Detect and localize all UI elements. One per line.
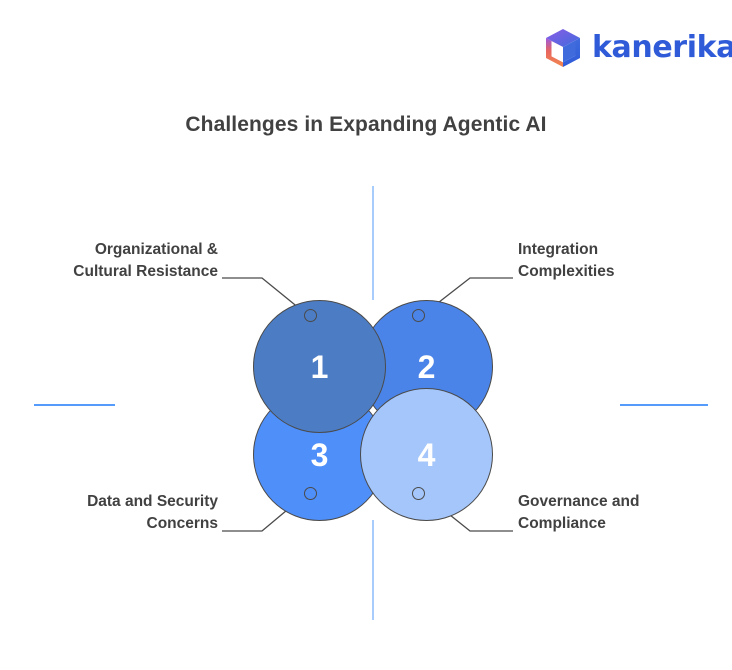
- challenge-label-1: Organizational & Cultural Resistance: [73, 241, 218, 280]
- guide-line-vertical-bottom: [372, 520, 374, 620]
- page-title: Challenges in Expanding Agentic AI: [185, 113, 547, 136]
- connector-marker-3: [304, 487, 317, 500]
- venn-circle-3-number: 3: [310, 436, 329, 473]
- venn-circle-1-number: 1: [310, 348, 329, 385]
- challenge-label-3: Data and Security Concerns: [87, 493, 218, 532]
- guide-line-horizontal-left: [34, 404, 115, 406]
- connector-marker-2: [412, 309, 425, 322]
- guide-line-horizontal-right: [620, 404, 708, 406]
- venn-circle-2-number: 2: [417, 348, 436, 385]
- cube-logo-icon: [546, 29, 580, 67]
- connector-marker-1: [304, 309, 317, 322]
- venn-circle-4[interactable]: 4: [360, 388, 493, 521]
- guide-line-vertical-top: [372, 186, 374, 300]
- brand-name: kanerika: [592, 30, 732, 65]
- brand-logo: kanerika: [543, 27, 732, 69]
- venn-circle-4-number: 4: [417, 436, 436, 473]
- challenge-label-2: Integration Complexities: [518, 241, 615, 280]
- venn-circle-1[interactable]: 1: [253, 300, 386, 433]
- connector-marker-4: [412, 487, 425, 500]
- challenge-label-4: Governance and Compliance: [518, 493, 640, 532]
